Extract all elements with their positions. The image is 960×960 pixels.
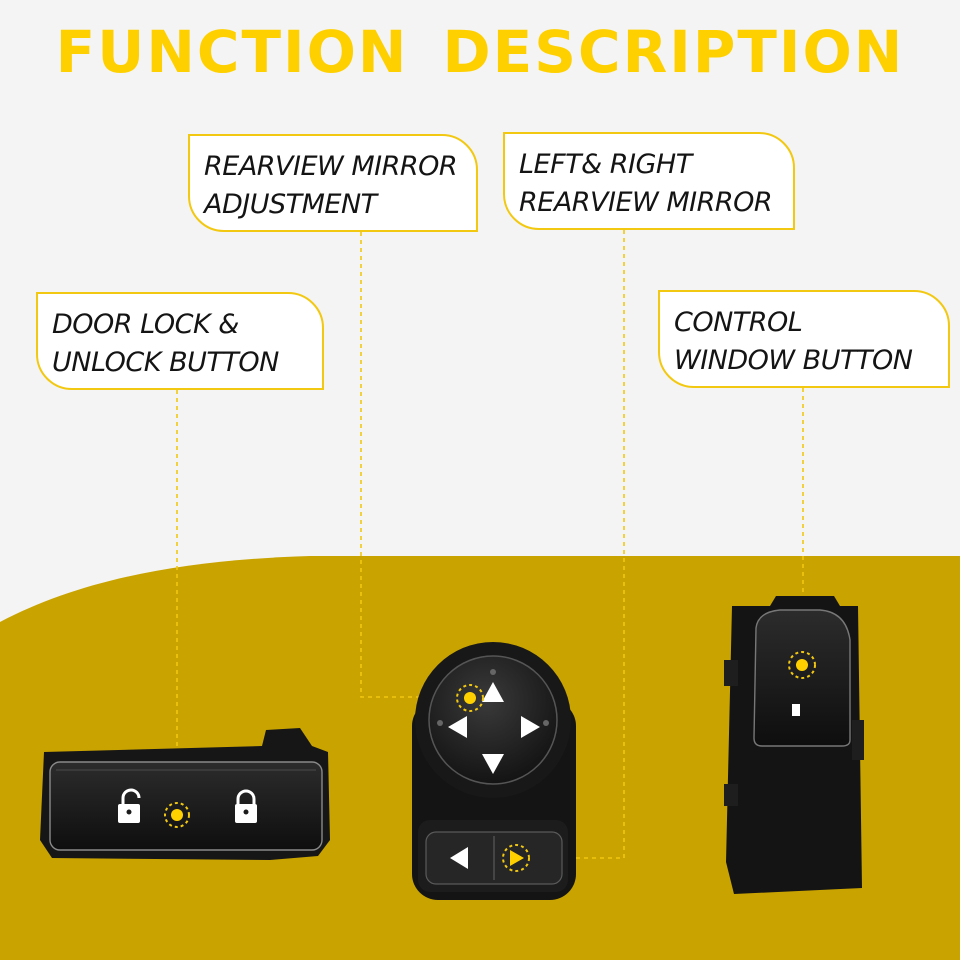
callout-rearview-adjustment-line2: ADJUSTMENT bbox=[204, 189, 377, 220]
mirror-adjustment-switch bbox=[412, 642, 576, 900]
lock-icon bbox=[235, 789, 257, 823]
callout-control-window-line2: WINDOW BUTTON bbox=[674, 345, 913, 376]
arrow-right-icon bbox=[521, 716, 540, 738]
callout-door-lock-unlock: DOOR LOCK & UNLOCK BUTTON bbox=[36, 292, 324, 390]
callout-control-window-line1: CONTROL bbox=[674, 307, 803, 338]
arrow-up-icon bbox=[482, 682, 504, 702]
unlock-icon bbox=[118, 788, 141, 823]
callout-left-right-mirror-line1: LEFT& RIGHT bbox=[519, 149, 692, 180]
door-lock-switch bbox=[40, 728, 330, 860]
highlight-dot-icon bbox=[502, 844, 530, 872]
highlight-dot-icon bbox=[456, 684, 484, 712]
callout-door-lock-line2: UNLOCK BUTTON bbox=[52, 347, 279, 378]
callout-control-window-button: CONTROL WINDOW BUTTON bbox=[658, 290, 950, 388]
callout-left-right-mirror-line2: REARVIEW MIRROR bbox=[519, 187, 773, 218]
arrow-left-icon bbox=[450, 847, 468, 869]
highlight-dot-icon bbox=[164, 802, 190, 828]
callout-rearview-mirror-adjustment: REARVIEW MIRROR ADJUSTMENT bbox=[188, 134, 478, 232]
callout-rearview-adjustment-line1: REARVIEW MIRROR bbox=[204, 151, 458, 182]
title-word-description: DESCRIPTION bbox=[442, 18, 905, 86]
title-word-function: FUNCTION bbox=[55, 18, 409, 86]
arrow-down-icon bbox=[482, 754, 504, 774]
control-window-switch bbox=[724, 596, 864, 894]
arrow-left-icon bbox=[448, 716, 467, 738]
callout-left-right-rearview-mirror: LEFT& RIGHT REARVIEW MIRROR bbox=[503, 132, 795, 230]
page-title: FUNCTION DESCRIPTION bbox=[0, 18, 960, 86]
callout-door-lock-line1: DOOR LOCK & bbox=[52, 309, 239, 340]
highlight-dot-icon bbox=[788, 651, 816, 679]
